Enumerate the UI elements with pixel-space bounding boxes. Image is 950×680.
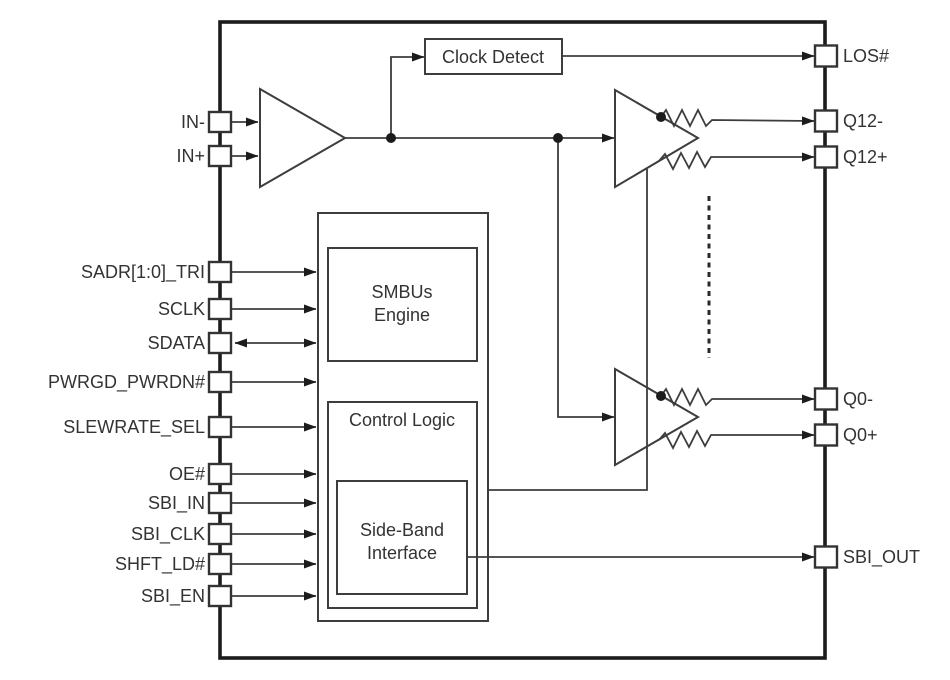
pin-q12-plus-label: Q12+ (843, 147, 888, 167)
control-logic-label: Control Logic (349, 410, 455, 430)
pin-pwrgd-pwrdn-square (207, 370, 233, 394)
clock-detect-label: Clock Detect (442, 47, 544, 67)
pin-sdata: SDATA (148, 331, 317, 355)
smbus-engine-box (327, 247, 478, 362)
control-to-buffers-wire (488, 169, 648, 491)
junction-dot-clock-detect (386, 133, 396, 143)
output-buffer-q0-triangle (614, 367, 700, 467)
output-buffer-q12-triangle (614, 88, 700, 189)
pin-sbi-in-label: SBI_IN (148, 493, 205, 514)
pin-q0-plus: Q0+ (813, 423, 878, 447)
right-pins: LOS# Q12- Q12+ Q0- Q0+ SBI_OUT (813, 44, 920, 569)
pin-los-square (813, 44, 839, 68)
pin-q0-minus: Q0- (813, 387, 873, 411)
pin-oe-label: OE# (169, 464, 205, 484)
pin-q0-minus-square (813, 387, 839, 411)
clock-detect-box (424, 38, 563, 75)
resistor-q12-plus (658, 150, 815, 171)
pin-sbi-clk-label: SBI_CLK (131, 524, 205, 545)
pin-pwrgd-pwrdn-label: PWRGD_PWRDN# (48, 372, 205, 393)
pin-sclk-square (207, 297, 233, 321)
pin-sdata-label: SDATA (148, 333, 205, 353)
pin-sbi-en: SBI_EN (141, 584, 317, 608)
smbus-engine-label-line2: Engine (374, 305, 430, 325)
pin-in-plus-square (207, 144, 233, 168)
pin-sdata-square (207, 331, 233, 355)
pin-in-minus-square (207, 110, 233, 134)
sideband-interface-label-line2: Interface (367, 543, 437, 563)
pin-sbi-out: SBI_OUT (813, 545, 920, 569)
pin-sbi-clk: SBI_CLK (131, 522, 317, 546)
pin-q12-minus-square (813, 109, 839, 133)
pin-sbi-out-square (813, 545, 839, 569)
pin-slewrate-sel-label: SLEWRATE_SEL (63, 417, 205, 438)
pin-q0-plus-square (813, 423, 839, 447)
resistor-q0-minus (660, 386, 815, 408)
pin-sadr-tri: SADR[1:0]_TRI (81, 260, 317, 284)
pin-q0-plus-label: Q0+ (843, 425, 878, 445)
pin-los: LOS# (813, 44, 889, 68)
pin-in-minus-label: IN- (181, 112, 205, 132)
clock-detect-input-wire (390, 52, 425, 138)
pin-sadr-tri-label: SADR[1:0]_TRI (81, 262, 205, 283)
pin-shft-ld-square (207, 552, 233, 576)
pin-in-plus-label: IN+ (176, 146, 205, 166)
pin-sbi-en-label: SBI_EN (141, 586, 205, 607)
sideband-interface-label-line1: Side-Band (360, 520, 444, 540)
pin-q12-plus: Q12+ (813, 145, 888, 169)
resistor-q12-minus (660, 107, 815, 129)
q0-buffer-input-wire (557, 138, 615, 422)
sideband-interface-box (336, 480, 468, 595)
pin-sclk-label: SCLK (158, 299, 205, 319)
pin-pwrgd-pwrdn: PWRGD_PWRDN# (48, 370, 317, 394)
pin-in-plus: IN+ (176, 144, 259, 168)
pin-q12-plus-square (813, 145, 839, 169)
pin-sadr-tri-square (207, 260, 233, 284)
pin-shft-ld-label: SHFT_LD# (115, 554, 205, 575)
pin-in-minus: IN- (181, 110, 259, 134)
pin-sbi-en-square (207, 584, 233, 608)
pin-q0-minus-label: Q0- (843, 389, 873, 409)
pin-slewrate-sel: SLEWRATE_SEL (63, 415, 317, 439)
tap-dot-q12 (656, 112, 666, 122)
pin-sbi-out-label: SBI_OUT (843, 547, 920, 568)
pin-oe: OE# (169, 462, 317, 486)
smbus-engine-label-line1: SMBUs (371, 282, 432, 302)
pin-q12-minus: Q12- (813, 109, 883, 133)
pin-los-label: LOS# (843, 46, 889, 66)
pin-slewrate-sel-square (207, 415, 233, 439)
input-buffer-triangle (259, 87, 348, 189)
pin-q12-minus-label: Q12- (843, 111, 883, 131)
pin-sbi-in-square (207, 491, 233, 515)
pin-sbi-clk-square (207, 522, 233, 546)
pin-shft-ld: SHFT_LD# (115, 552, 317, 576)
left-pins: IN- IN+ SADR[1:0]_TRI SCLK SDATA PWRGD_P… (48, 110, 317, 608)
pin-sbi-in: SBI_IN (148, 491, 317, 515)
resistor-q0-plus (658, 429, 815, 450)
junction-dot-q0-branch (553, 133, 563, 143)
pin-sclk: SCLK (158, 297, 317, 321)
tap-dot-q0 (656, 391, 666, 401)
pin-oe-square (207, 462, 233, 486)
